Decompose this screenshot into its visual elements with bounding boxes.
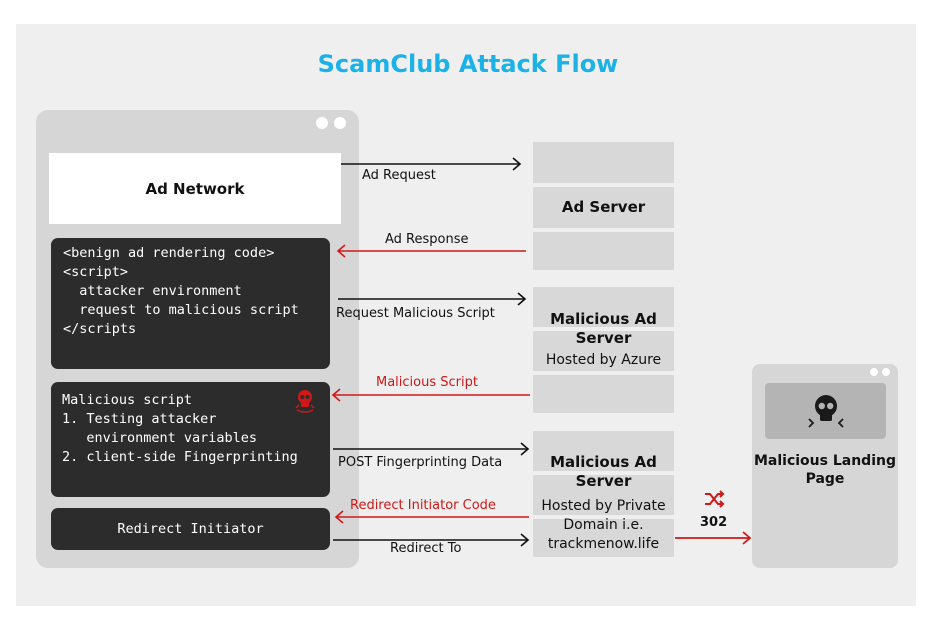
malicious-server-1-host: Hosted by Azure <box>545 352 662 368</box>
landing-page-title: Malicious Landing Page <box>753 453 896 487</box>
ad-server-block <box>533 142 674 183</box>
window-dot <box>870 368 878 376</box>
shuffle-icon <box>705 490 725 508</box>
redirect-to-arrow <box>333 533 530 547</box>
code-line: environment variables <box>62 430 258 446</box>
code-line: request to malicious script <box>63 302 299 318</box>
ad-response-arrow <box>336 244 526 258</box>
redirect-initiator-code-arrow <box>334 510 529 524</box>
malicious-script-arrow <box>331 388 530 402</box>
code-line: 2. client-side Fingerprinting <box>62 449 298 465</box>
window-dot <box>316 117 328 129</box>
code-line: </scripts <box>63 321 137 337</box>
malicious-server-1-block <box>533 375 674 413</box>
malicious-server-1-block <box>533 331 674 371</box>
code-line: <benign ad rendering code> <box>63 245 275 261</box>
code-line: attacker environment <box>63 283 242 299</box>
malicious-server-2-host: Hosted by Private Domain i.e. trackmenow… <box>541 498 666 552</box>
ad-response-label: Ad Response <box>385 232 469 247</box>
redirect-code-label: 302 <box>700 515 728 530</box>
malicious-server-2-block <box>533 431 674 471</box>
code-line: 1. Testing attacker <box>62 411 217 427</box>
ad-server-label: Ad Server <box>561 198 646 216</box>
ad-network-box: Ad Network <box>49 153 341 224</box>
ad-server-block <box>533 187 674 228</box>
post-fingerprinting-label: POST Fingerprinting Data <box>338 455 503 470</box>
malicious-server-2-block <box>533 475 674 515</box>
page-title: ScamClub Attack Flow <box>317 50 619 78</box>
post-fingerprinting-arrow <box>333 442 530 456</box>
ad-server-block <box>533 232 674 270</box>
window-dot <box>334 117 346 129</box>
redirect-initiator-code-label: Redirect Initiator Code <box>350 498 496 513</box>
ad-request-label: Ad Request <box>362 168 436 183</box>
redirect-302-arrow <box>675 531 752 545</box>
redirect-initiator-box: Redirect Initiator <box>51 508 330 550</box>
benign-ad-code-box: <benign ad rendering code> <script> atta… <box>51 238 330 369</box>
code-line: Malicious script <box>62 392 193 408</box>
ad-request-arrow <box>341 157 522 171</box>
malicious-script-box: Malicious script 1. Testing attacker env… <box>51 382 330 497</box>
malicious-server-1-block <box>533 287 674 327</box>
malicious-server-2-label: Malicious Ad Server <box>550 453 657 490</box>
redirect-to-label: Redirect To <box>390 541 462 556</box>
skull-icon <box>295 390 315 413</box>
malicious-script-label: Malicious Script <box>376 375 478 390</box>
malicious-server-1-label: Malicious Ad Server <box>550 310 657 347</box>
code-line: <script> <box>63 264 129 280</box>
request-malicious-script-label: Request Malicious Script <box>336 306 495 321</box>
window-dot <box>882 368 890 376</box>
request-malicious-script-arrow <box>338 292 527 306</box>
malicious-server-2-block <box>533 519 674 557</box>
skull-icon <box>808 395 844 428</box>
